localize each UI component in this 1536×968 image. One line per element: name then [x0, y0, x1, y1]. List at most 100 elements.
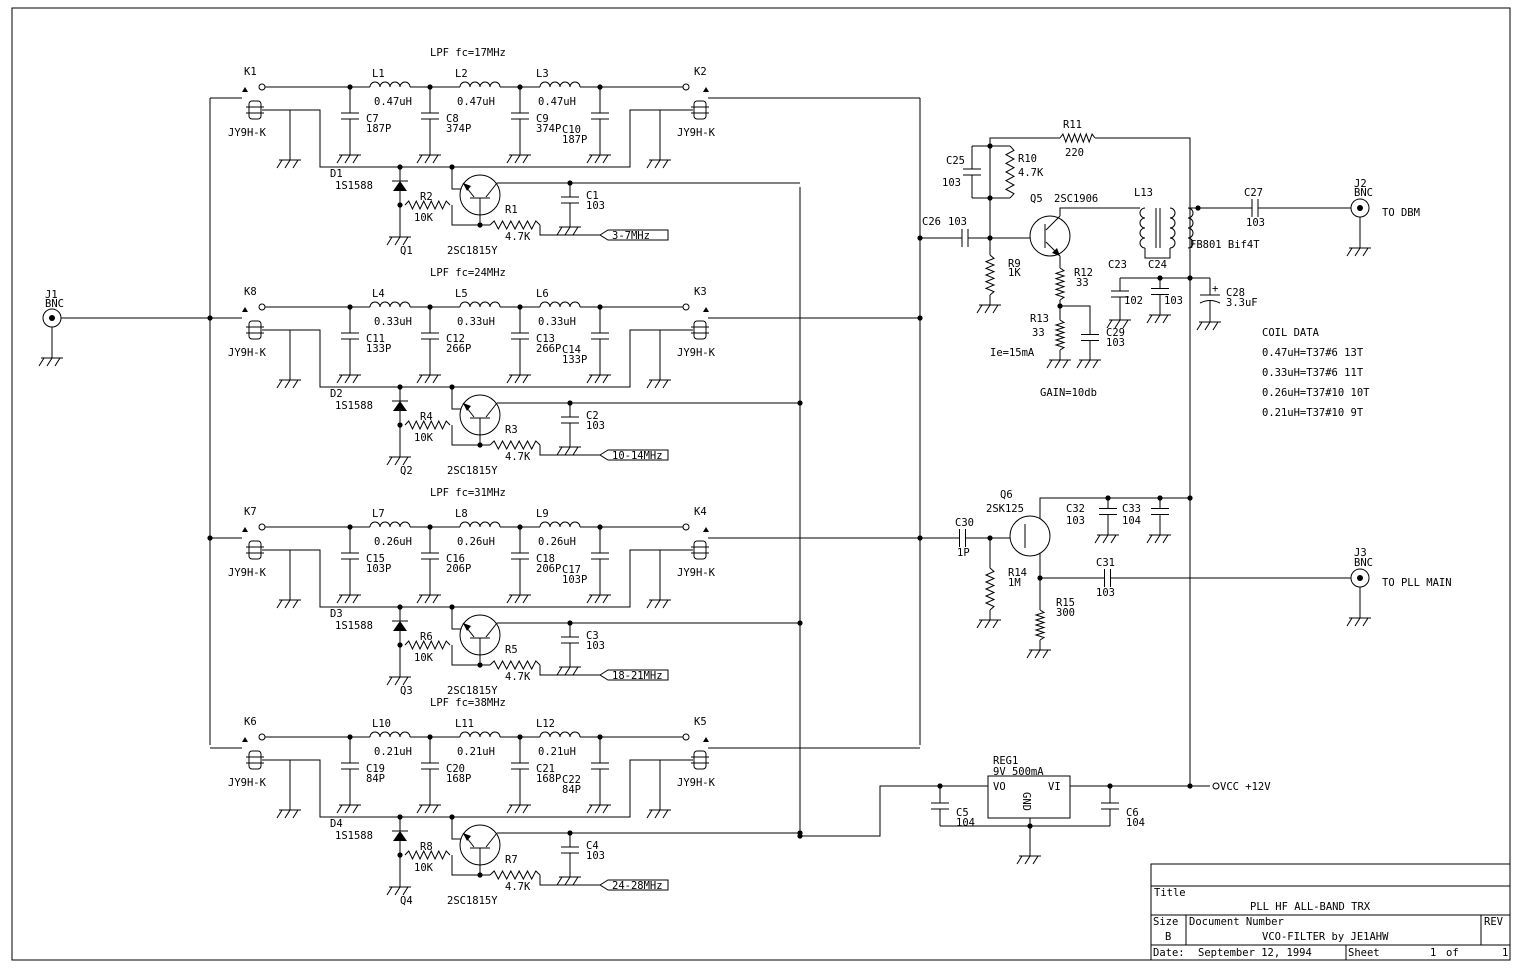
relay-in-arrow: [242, 87, 248, 92]
gain-label: GAIN=10db: [1040, 387, 1097, 399]
ground-symbol: [336, 585, 361, 604]
coil-data-line: 0.47uH=T37#6 13T: [1262, 347, 1364, 359]
inductor-value: 0.33uH: [538, 316, 576, 328]
relay-coil-wire: [262, 329, 291, 370]
resistor: [404, 199, 451, 211]
inductor-ref: L11: [455, 718, 474, 730]
inductor-value: 0.33uH: [374, 316, 412, 328]
regulator-box: [987, 775, 1071, 819]
capacitor: [1111, 278, 1129, 310]
cap-value: 168P: [446, 773, 471, 785]
cap-ref: C11: [366, 333, 385, 345]
cap-ref: C2: [586, 410, 599, 422]
q6-fet: [1009, 515, 1051, 557]
resistor-value: 4.7K: [505, 231, 531, 243]
resistor-ref: R8: [420, 841, 433, 853]
c27-ref: C27: [1244, 187, 1263, 199]
c31-ref: C31: [1096, 557, 1115, 569]
components: [38, 81, 1371, 896]
ground-symbol: [386, 667, 411, 686]
capacitor: [421, 307, 439, 365]
l13-tie: [1144, 248, 1171, 259]
capacitor: [511, 737, 529, 795]
c29-ref: C29: [1106, 327, 1125, 339]
ground-symbol: [506, 145, 531, 164]
capacitor: [591, 527, 609, 585]
terminal: [682, 303, 690, 311]
ground-symbol: [556, 867, 581, 886]
r15-value: 300: [1056, 607, 1075, 619]
relay-in-arrow: [242, 307, 248, 312]
inductor-ref: L12: [536, 718, 555, 730]
relay-in-ref: K8: [244, 286, 257, 298]
cap-ref: C17: [562, 564, 581, 576]
inductor-ref: L10: [372, 718, 391, 730]
resistor-ref: R6: [420, 631, 433, 643]
relay: [691, 320, 709, 340]
ground-symbol: [506, 365, 531, 384]
diode-ref: D4: [330, 818, 343, 830]
inductor: [459, 81, 501, 88]
bnc-connector: [42, 308, 62, 348]
capacitor: [1101, 786, 1119, 826]
r10-value: 4.7K: [1018, 167, 1044, 179]
capacitor: [950, 529, 975, 547]
cap-value: 266P: [446, 343, 471, 355]
terminal: [682, 83, 690, 91]
capacitor: [421, 527, 439, 585]
supply-to-ctrl: [800, 785, 988, 837]
resistor-ref: R3: [505, 424, 518, 436]
cap-value: 133P: [366, 343, 391, 355]
ground-symbol: [556, 217, 581, 236]
docnum-label: Document Number: [1189, 916, 1284, 928]
transistor: [459, 614, 501, 656]
ground-symbol: [646, 800, 671, 819]
ground-symbol: [1046, 350, 1071, 369]
cap-value: 103: [586, 640, 605, 652]
resistor: [984, 254, 996, 296]
cap-value: 103P: [366, 563, 391, 575]
ground-symbol: [386, 227, 411, 246]
inductor-ref: L9: [536, 508, 549, 520]
ground-symbol: [506, 795, 531, 814]
capacitor: [341, 307, 359, 365]
band-wire: [539, 875, 600, 886]
junction-dot: [797, 833, 803, 839]
docnum-value: VCO-FILTER by JE1AHW: [1262, 931, 1389, 943]
q5-value: 2SC1906: [1054, 193, 1098, 205]
r12-value: 33: [1076, 277, 1089, 289]
size-label: Size: [1153, 916, 1178, 928]
diode-ref: D1: [330, 168, 343, 180]
r13-ref: R13: [1030, 313, 1049, 325]
inductor-value: 0.33uH: [457, 316, 495, 328]
ground-symbol: [38, 348, 63, 367]
q6-ref: Q6: [1000, 489, 1013, 501]
coil-data-line: 0.33uH=T37#6 11T: [1262, 367, 1364, 379]
ground-symbol: [586, 585, 611, 604]
diode: [392, 817, 408, 855]
resistor: [489, 219, 541, 231]
capacitor: [421, 87, 439, 145]
cap-value: 187P: [562, 134, 587, 146]
ie-label: Ie=15mA: [990, 347, 1035, 359]
j1-ref: J1: [45, 289, 58, 301]
capacitor: [1240, 199, 1270, 217]
q5-collector: [1045, 215, 1061, 231]
resistor: [404, 419, 451, 431]
inductor-ref: L4: [372, 288, 385, 300]
band-label: 10-14MHz: [612, 450, 663, 462]
resistor: [404, 849, 451, 861]
c24-value: 103: [1164, 295, 1183, 307]
cap-value: 103: [586, 200, 605, 212]
ground-symbol: [1146, 525, 1171, 544]
capacitor: [963, 146, 981, 198]
terminal: [682, 733, 690, 741]
ground-symbol: [276, 800, 301, 819]
lpf-title: LPF fc=38MHz: [430, 697, 506, 709]
terminal: [682, 523, 690, 531]
cap-ref: C12: [446, 333, 465, 345]
cap-ref: C1: [586, 190, 599, 202]
drive-line: [262, 109, 693, 168]
band-label: 3-7MHz: [612, 230, 650, 242]
diode-value: 1S1588: [335, 180, 373, 192]
